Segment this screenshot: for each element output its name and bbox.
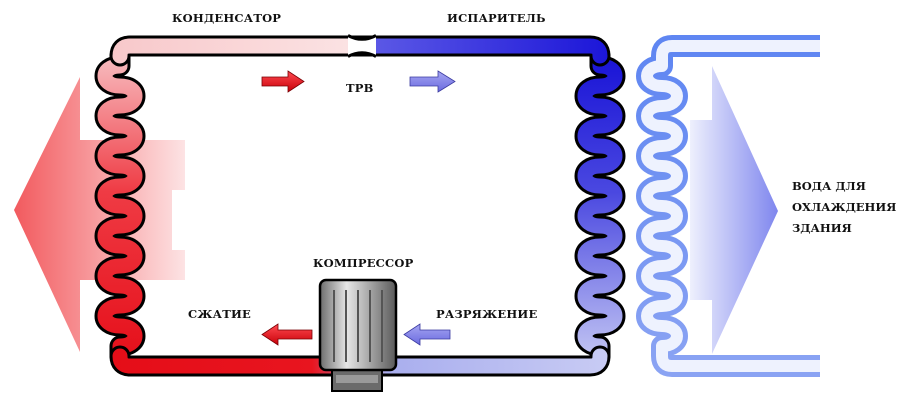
flow-arrow-hot-top — [261, 70, 305, 93]
expansion-valve-label: ТРВ — [346, 81, 374, 95]
cold-water-arrow — [690, 66, 778, 354]
water-coil — [636, 35, 820, 377]
water-label-line-3: ЗДАНИЯ — [792, 221, 852, 235]
evaporator-label: ИСПАРИТЕЛЬ — [447, 11, 546, 25]
flow-arrow-rarefaction — [403, 323, 451, 346]
flow-arrow-cold-top — [409, 70, 456, 93]
expansion-valve — [348, 35, 376, 57]
compressor-unit — [318, 278, 398, 392]
water-label-line-1: ВОДА ДЛЯ — [792, 179, 866, 193]
building-water-label: ВОДА ДЛЯ ОХЛАЖДЕНИЯ ЗДАНИЯ — [792, 176, 896, 239]
condenser-coil — [94, 45, 146, 367]
evaporator-coil — [574, 45, 626, 367]
rarefaction-label: РАЗРЯЖЕНИЕ — [436, 307, 538, 321]
compression-label: СЖАТИЕ — [188, 307, 251, 321]
compressor-label: КОМПРЕССОР — [313, 256, 414, 270]
flow-arrow-compression — [261, 323, 313, 346]
water-label-line-2: ОХЛАЖДЕНИЯ — [792, 200, 897, 214]
top-pipe — [109, 34, 611, 67]
condenser-label: КОНДЕНСАТОР — [172, 11, 282, 25]
